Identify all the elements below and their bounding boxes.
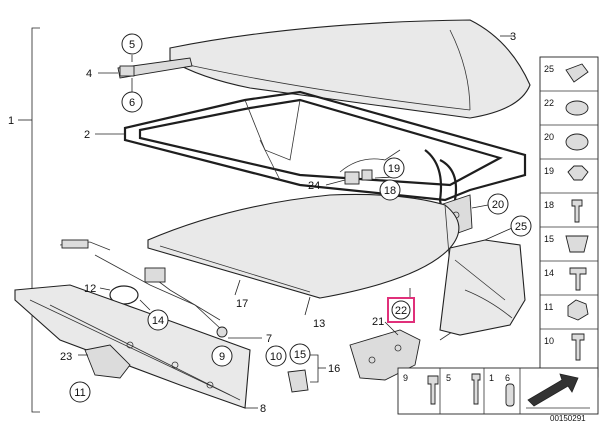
callout-1: 1 [8, 115, 14, 127]
svg-text:22: 22 [395, 305, 407, 317]
part-20-sketch [565, 133, 589, 151]
tension-strip-4 [98, 57, 193, 79]
soft-top-cover [169, 19, 531, 119]
side-item-20: 20 [544, 132, 554, 142]
trim-piece-23 [78, 344, 131, 379]
callout-21: 21 [372, 316, 384, 328]
side-item-25: 25 [544, 64, 554, 74]
side-item-19: 19 [544, 166, 554, 176]
bottom-item-6: 6 [505, 373, 510, 383]
part-11-sketch [567, 299, 589, 321]
callout-22-highlighted[interactable]: 22 [387, 297, 415, 323]
callout-2: 2 [84, 129, 90, 141]
callout-12: 12 [84, 283, 96, 295]
part-14-sketch [569, 267, 587, 291]
callout-14: 14 [147, 309, 169, 331]
callout-16: 16 [328, 363, 340, 375]
side-item-14: 14 [544, 268, 554, 278]
group-bracket-1 [18, 27, 40, 413]
side-item-15: 15 [544, 234, 554, 244]
side-fabric-25 [439, 227, 526, 336]
reference-code: 00150291 [550, 414, 586, 423]
callout-3: 3 [510, 31, 516, 43]
mounting-bracket-21 [349, 321, 421, 381]
callout-23: 23 [60, 351, 72, 363]
part-25-sketch [565, 63, 589, 83]
side-item-10: 10 [544, 336, 554, 346]
callout-19: 19 [383, 157, 405, 179]
callout-4: 4 [86, 68, 92, 80]
callout-20: 20 [487, 193, 509, 215]
svg-text:14: 14 [152, 315, 164, 327]
clip-16 [287, 354, 326, 393]
callout-10: 10 [265, 345, 287, 367]
callout-24: 24 [308, 180, 320, 192]
callout-9: 9 [211, 345, 233, 367]
svg-text:25: 25 [515, 221, 527, 233]
bottom-item-9: 9 [403, 373, 408, 383]
svg-text:19: 19 [388, 163, 400, 175]
bottom-item-5: 5 [446, 373, 451, 383]
svg-text:20: 20 [492, 199, 504, 211]
callout-7: 7 [266, 333, 272, 345]
svg-text:9: 9 [219, 351, 225, 363]
callout-25: 25 [510, 215, 532, 237]
part-10-sketch [571, 333, 585, 361]
callout-8: 8 [260, 403, 266, 415]
callout-11: 11 [69, 381, 91, 403]
part-5-sketch [471, 373, 481, 405]
callout-5: 5 [121, 33, 143, 55]
bottom-item-1: 1 [489, 373, 494, 383]
svg-text:15: 15 [294, 349, 306, 361]
side-item-11: 11 [544, 302, 553, 312]
bottom-parts-row: 9 5 1 6 [397, 367, 599, 415]
callout-17: 17 [236, 298, 248, 310]
callout-13: 13 [313, 318, 325, 330]
part-18-sketch [571, 199, 583, 223]
lower-trim-panel-8 [14, 284, 258, 409]
svg-text:11: 11 [74, 387, 85, 399]
callout-18: 18 [379, 179, 401, 201]
top-frame-2 [95, 90, 527, 231]
part-9-sketch [427, 375, 439, 405]
part-15-sketch [565, 235, 589, 253]
callout-6: 6 [121, 91, 143, 113]
linkage-assembly [59, 239, 262, 339]
svg-text:5: 5 [129, 39, 135, 51]
part-19-sketch [567, 165, 589, 181]
cable-24 [325, 149, 401, 186]
direction-arrow-icon [527, 373, 579, 407]
part-22-sketch [565, 100, 589, 116]
svg-text:10: 10 [270, 351, 282, 363]
side-item-18: 18 [544, 200, 554, 210]
svg-text:18: 18 [384, 185, 396, 197]
side-item-22: 22 [544, 98, 554, 108]
side-parts-column: 25 22 20 19 18 15 14 11 10 [539, 56, 599, 378]
callout-labels: 1 2 3 4 7 8 12 13 16 17 21 23 24 5 6 9 1… [8, 31, 532, 415]
svg-text:6: 6 [129, 97, 135, 109]
part-6-sketch [505, 383, 515, 407]
callout-15: 15 [289, 343, 311, 365]
